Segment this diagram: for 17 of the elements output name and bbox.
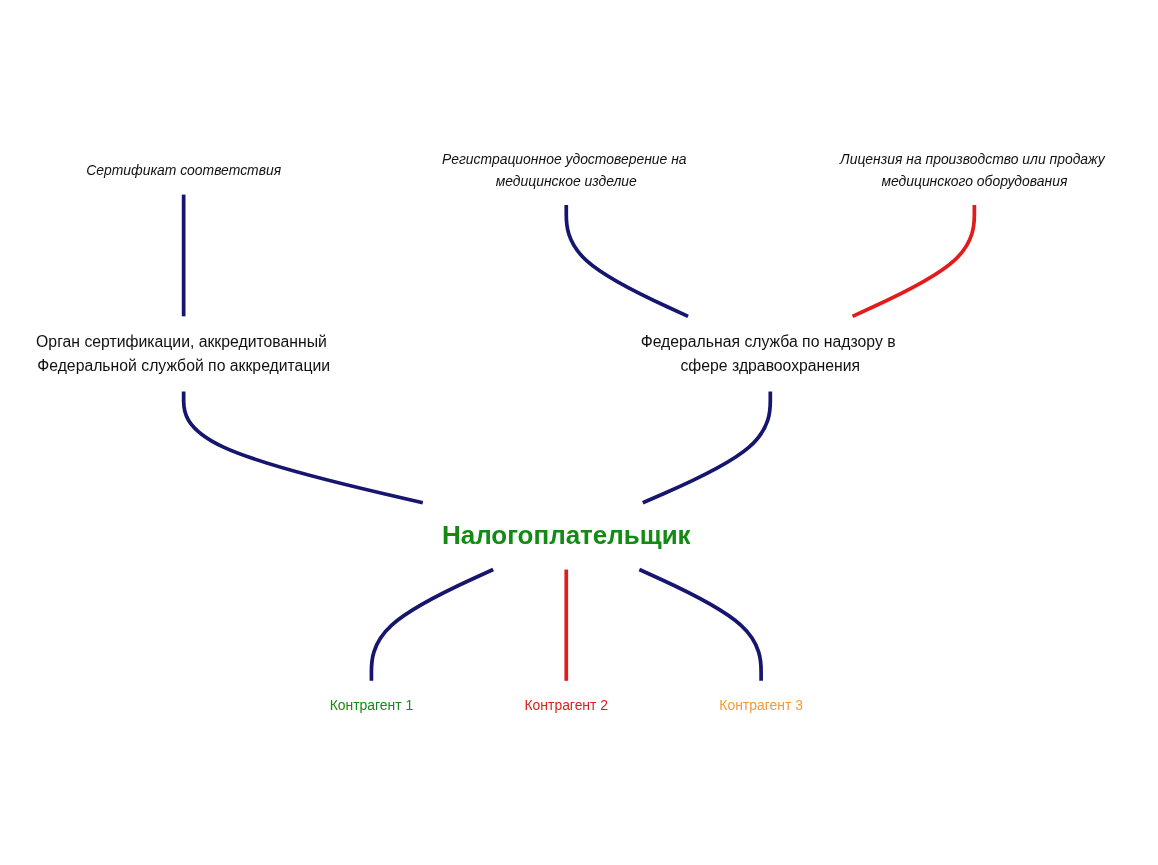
connector: [564, 569, 569, 681]
connector: [564, 205, 689, 318]
connector: [851, 205, 977, 318]
node-text: Лицензия на производство или продажу медицинского оборудования: [840, 151, 1105, 188]
node-text: Сертификат соответствия: [86, 161, 282, 178]
node-text: Орган сертификации, аккредитованный Федеральной службой по аккредитации: [36, 333, 331, 375]
connector: [369, 567, 494, 681]
node-text: Налогоплательщик: [441, 521, 691, 551]
node-text: Контрагент 1: [329, 696, 414, 713]
connector: [638, 567, 763, 681]
node-text: Федеральная служба по надзору в сфере здравоохранения: [640, 333, 896, 375]
connector: [181, 391, 424, 505]
node-text: Контрагент 2: [524, 696, 609, 713]
connector: [642, 391, 773, 505]
node-text: Контрагент 3: [719, 696, 803, 713]
node-text: Регистрационное удостоверение на медицинское изделие: [442, 151, 687, 188]
connector: [181, 194, 186, 317]
